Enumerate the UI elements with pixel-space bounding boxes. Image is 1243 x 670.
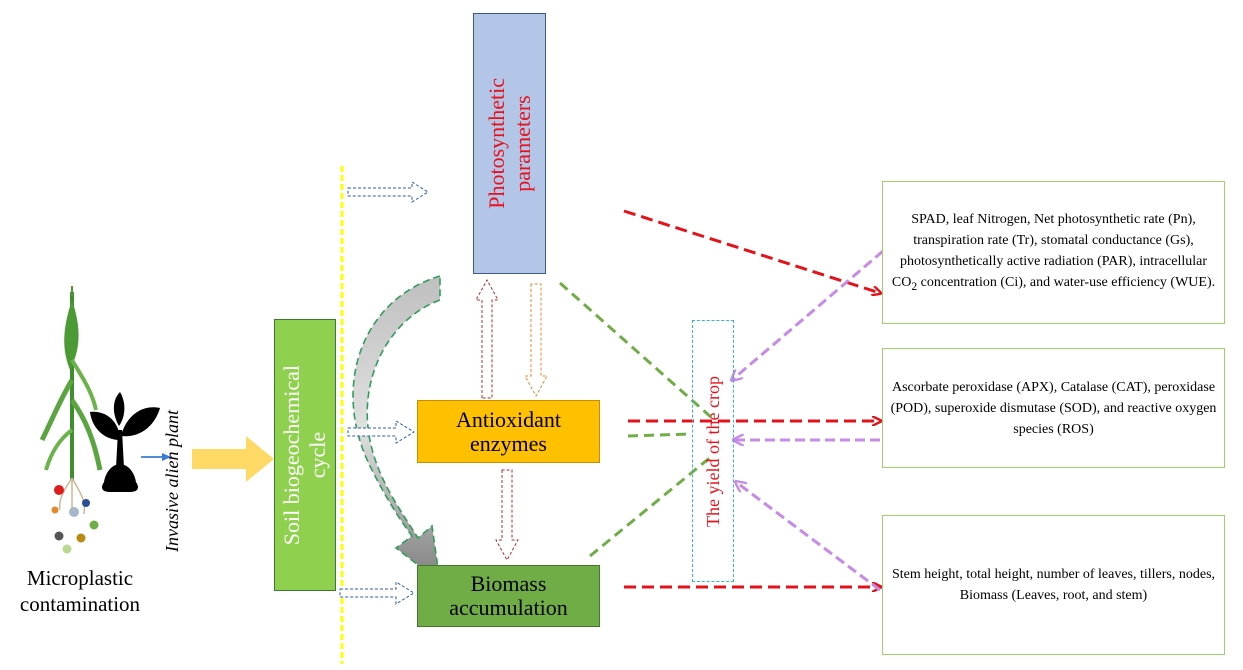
blue-arrow-bottom <box>339 581 415 605</box>
biomass-info-box: Stem height, total height, number of lea… <box>882 515 1225 655</box>
blue-arrow-top <box>347 181 429 203</box>
photosynthetic-line2: parameters <box>509 95 535 192</box>
photosynthetic-info-box: SPAD, leaf Nitrogen, Net photosynthetic … <box>882 181 1225 324</box>
purple-arrow-from-biomass <box>736 482 881 592</box>
antioxidant-enzymes-box: Antioxidant enzymes <box>417 400 600 463</box>
crop-yield-box: The yield of the crop <box>692 320 734 582</box>
blue-arrow-middle <box>347 420 415 444</box>
photosynthetic-info-text: SPAD, leaf Nitrogen, Net photosynthetic … <box>889 209 1218 297</box>
up-arrow-antioxidant-to-photo <box>475 278 499 399</box>
biomass-line1: Biomass <box>470 571 547 596</box>
crop-yield-label: The yield of the crop <box>703 375 723 527</box>
green-line-photo-to-yield <box>559 281 713 420</box>
antioxidant-line1: Antioxidant <box>455 406 562 432</box>
soil-biogeochemical-cycle-box: Soil biogeochemical cycle <box>274 319 336 591</box>
wheat-plant-icon <box>39 286 103 515</box>
co2-subscript: 2 <box>911 279 918 293</box>
photosynthetic-parameters-box: Photosynthetic parameters <box>473 13 546 274</box>
photosynthetic-line1: Photosynthetic <box>483 78 509 209</box>
antioxidant-info-text: Ascorbate peroxidase (APX), Catalase (CA… <box>890 379 1217 437</box>
antioxidant-info-box: Ascorbate peroxidase (APX), Catalase (CA… <box>882 348 1225 468</box>
soil-line1: Soil biogeochemical <box>279 364 304 546</box>
invasive-alien-plant-label: Invasive alien plant <box>162 410 182 552</box>
biomass-line2: accumulation <box>449 595 568 620</box>
green-line-antioxidant-to-yield <box>627 432 691 438</box>
biomass-info-text: Stem height, total height, number of lea… <box>891 567 1216 603</box>
biomass-accumulation-box: Biomass accumulation <box>417 565 600 627</box>
photosynthetic-info-part2: concentration (Ci), and water-use effici… <box>917 274 1216 290</box>
antioxidant-line2: enzymes <box>470 430 547 456</box>
microplastic-dots <box>51 485 99 554</box>
yellow-arrow <box>192 436 274 482</box>
microplastic-contamination-label: Microplastic contamination <box>19 566 141 616</box>
down-arrow-photo-to-antioxidant <box>524 283 548 398</box>
red-arrow-photo <box>623 209 880 293</box>
purple-arrow-from-photo <box>732 249 884 380</box>
soil-line2: cycle <box>305 431 330 479</box>
down-arrow-antioxidant-to-biomass <box>495 469 519 562</box>
green-line-biomass-to-yield <box>589 454 713 558</box>
photosynthetic-info-part1: SPAD, leaf Nitrogen, Net photosynthetic … <box>891 211 1207 290</box>
sapling-icon <box>90 392 160 492</box>
